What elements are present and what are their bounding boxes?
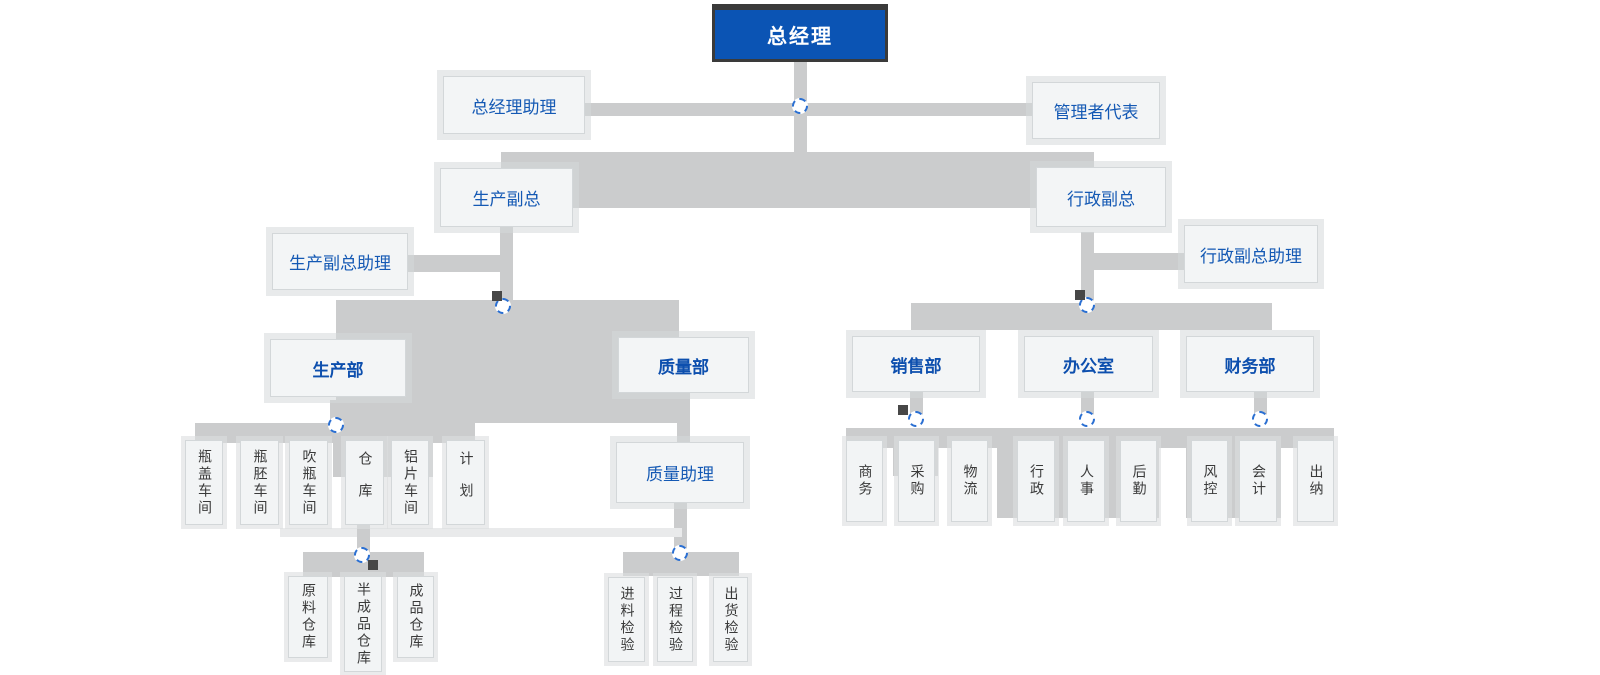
node-preform-workshop[interactable]: 瓶胚车间 [240, 440, 279, 525]
connector-line [1081, 232, 1094, 308]
node-administration[interactable]: 行政 [1017, 440, 1055, 522]
node-process-inspection[interactable]: 过程检验 [657, 577, 693, 662]
node-office[interactable]: 办公室 [1024, 336, 1153, 392]
selection-handle[interactable] [492, 291, 502, 301]
node-logistics[interactable]: 物流 [951, 440, 988, 522]
connection-handle[interactable] [328, 417, 344, 433]
node-production-vp[interactable]: 生产副总 [440, 168, 573, 227]
connection-handle[interactable] [908, 411, 924, 427]
connection-handle[interactable] [1252, 411, 1268, 427]
node-gm-assistant[interactable]: 总经理助理 [443, 76, 585, 134]
node-production-dept[interactable]: 生产部 [270, 339, 406, 397]
node-raw-material-warehouse[interactable]: 原料仓库 [288, 576, 328, 658]
connector-line-light [280, 528, 682, 537]
node-cap-workshop[interactable]: 瓶盖车间 [185, 440, 223, 525]
node-planning[interactable]: 计划 [446, 440, 485, 525]
node-general-manager[interactable]: 总经理 [712, 4, 888, 62]
node-production-vp-assistant[interactable]: 生产副总助理 [272, 233, 408, 290]
node-blow-workshop[interactable]: 吹瓶车间 [289, 440, 328, 525]
connector-line [357, 525, 370, 553]
node-finished-goods-warehouse[interactable]: 成品仓库 [397, 576, 434, 658]
node-business[interactable]: 商务 [846, 440, 883, 522]
connection-handle[interactable] [672, 545, 688, 561]
node-quality-assistant[interactable]: 质量助理 [616, 442, 744, 503]
node-sales-dept[interactable]: 销售部 [852, 336, 980, 392]
connection-handle[interactable] [495, 298, 511, 314]
connector-line [1093, 253, 1185, 270]
connector-trunk [501, 152, 1094, 208]
node-cashier[interactable]: 出纳 [1297, 440, 1334, 522]
selection-handle[interactable] [1075, 290, 1085, 300]
connector-line [500, 227, 513, 309]
connector-line [677, 393, 690, 443]
connection-handle[interactable] [792, 98, 808, 114]
node-finance-dept[interactable]: 财务部 [1186, 336, 1314, 392]
node-admin-vp-assistant[interactable]: 行政副总助理 [1184, 225, 1318, 283]
selection-handle[interactable] [368, 560, 378, 570]
connection-handle[interactable] [1079, 297, 1095, 313]
node-risk-control[interactable]: 风控 [1191, 440, 1228, 522]
node-incoming-inspection[interactable]: 进料检验 [608, 577, 645, 662]
node-warehouse[interactable]: 仓库 [345, 440, 384, 525]
connection-handle[interactable] [354, 547, 370, 563]
node-aluminum-workshop[interactable]: 铝片车间 [391, 440, 429, 525]
node-hr[interactable]: 人事 [1067, 440, 1105, 522]
connector-line [406, 255, 502, 272]
node-quality-dept[interactable]: 质量部 [618, 337, 749, 393]
node-outgoing-inspection[interactable]: 出货检验 [713, 577, 748, 662]
node-accounting[interactable]: 会计 [1239, 440, 1277, 522]
node-general-support[interactable]: 后勤 [1120, 440, 1157, 522]
selection-handle[interactable] [898, 405, 908, 415]
node-procurement[interactable]: 采购 [898, 440, 935, 522]
node-admin-vp[interactable]: 行政副总 [1036, 167, 1166, 227]
connector-line [195, 423, 475, 443]
node-management-representative[interactable]: 管理者代表 [1032, 82, 1160, 139]
node-semi-finished-warehouse[interactable]: 半成品仓库 [344, 576, 382, 672]
connection-handle[interactable] [1079, 411, 1095, 427]
